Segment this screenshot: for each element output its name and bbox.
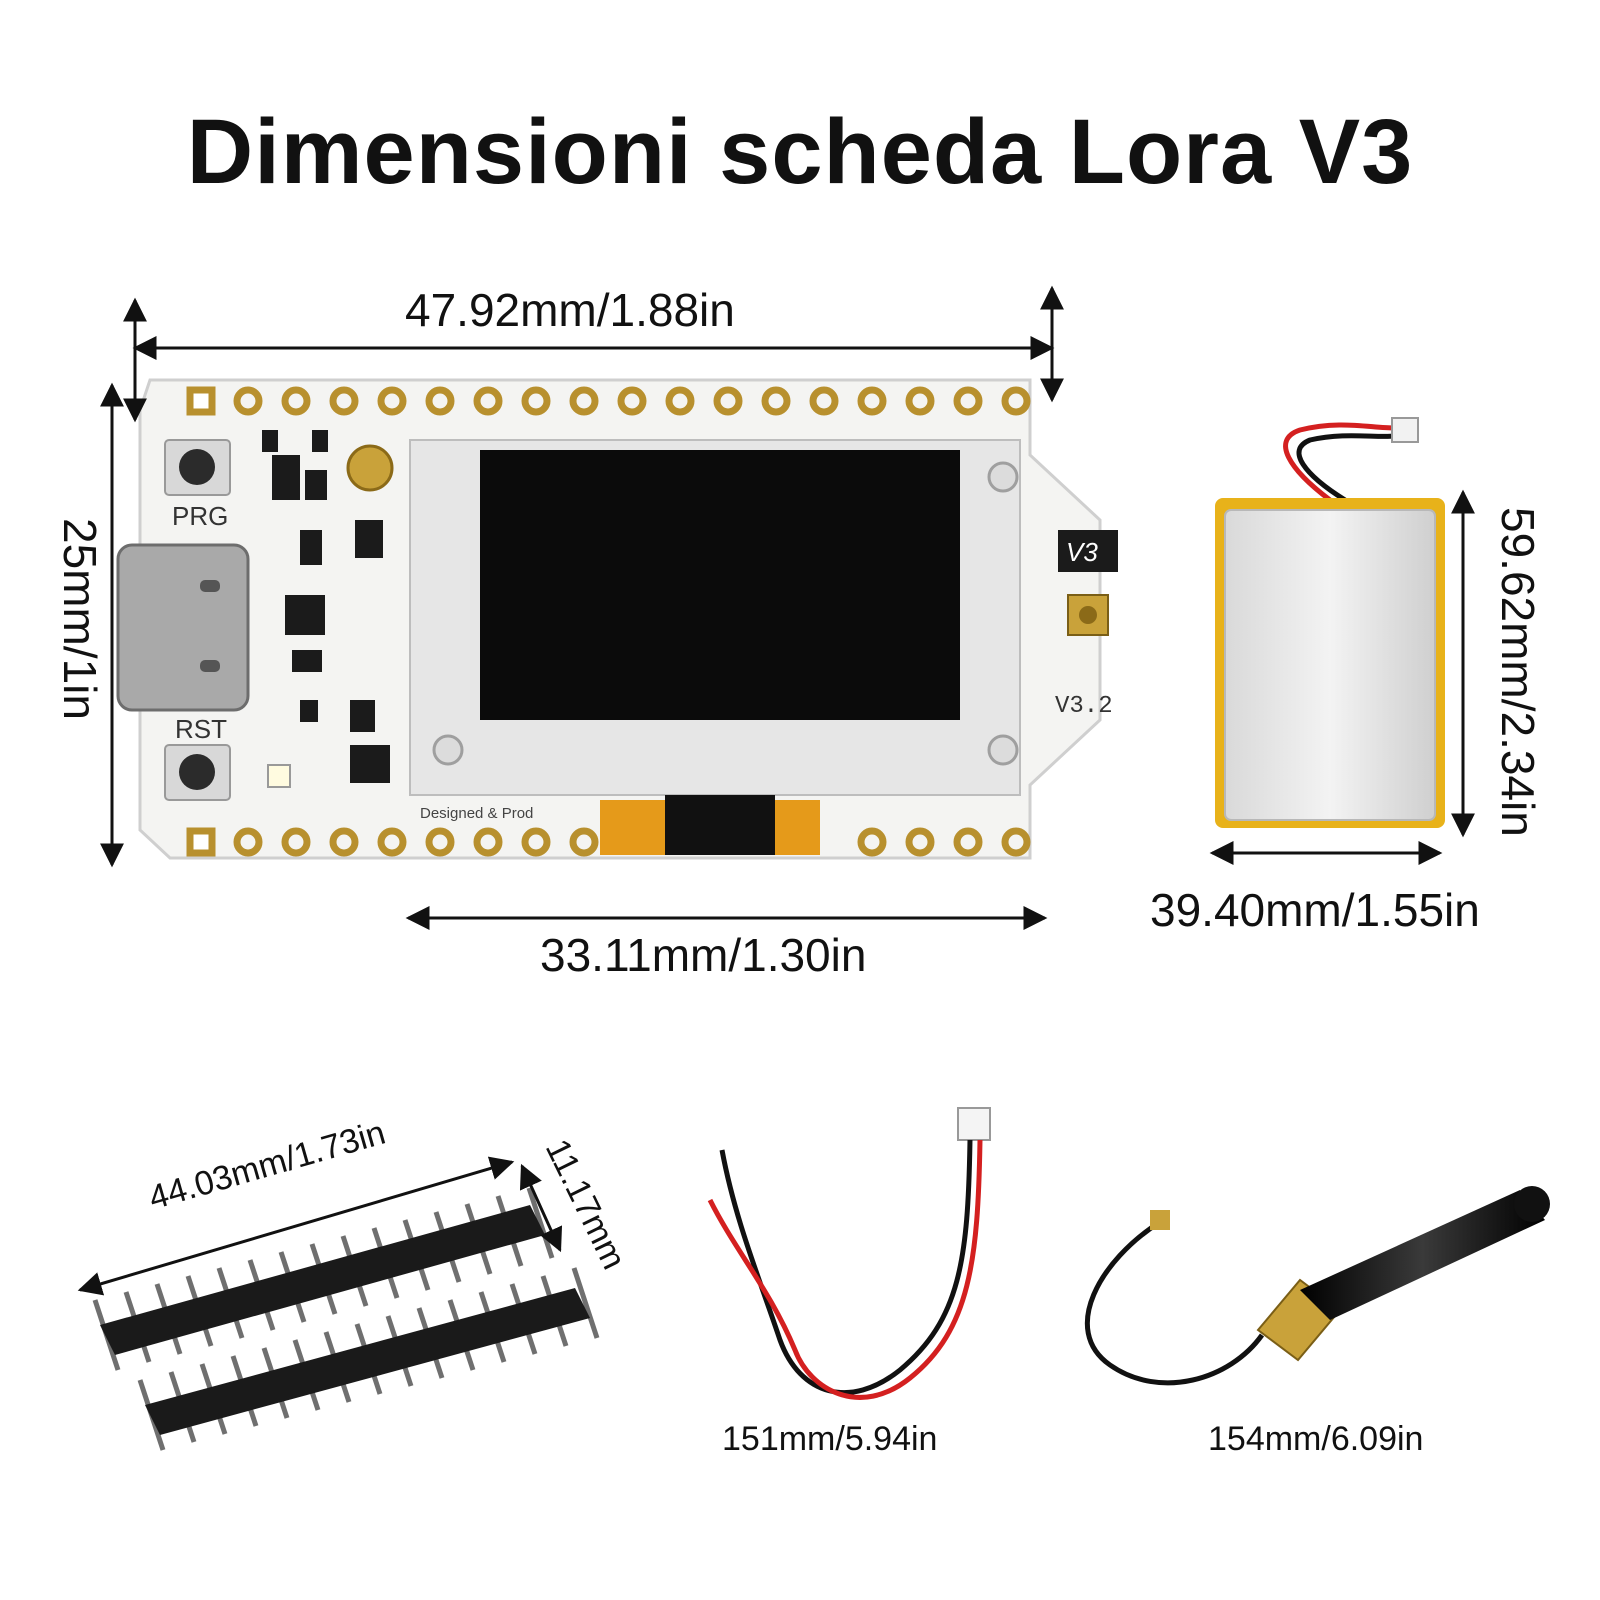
usb-c-port	[116, 543, 250, 712]
oled-screen	[480, 450, 960, 720]
cable-length-label: 151mm/5.94in	[722, 1420, 938, 1458]
battery-wire-red	[1283, 422, 1396, 502]
antenna-pigtail	[1084, 1219, 1265, 1386]
board-width-label: 47.92mm/1.88in	[405, 284, 735, 336]
screen-width-label: 33.11mm/1.30in	[540, 929, 867, 981]
mount-hole	[432, 734, 464, 766]
top-pin-row	[186, 386, 1031, 416]
rst-label: RST	[175, 714, 227, 744]
mount-hole	[987, 734, 1019, 766]
prg-button	[164, 439, 231, 496]
cable-connector	[957, 1107, 991, 1141]
antenna-length-label: 154mm/6.09in	[1208, 1420, 1424, 1458]
battery-connector	[1391, 417, 1419, 443]
battery-height-label: 59.62mm/2.34in	[1492, 507, 1544, 837]
lipo-battery	[1215, 417, 1445, 828]
v3-badge	[1058, 530, 1118, 572]
status-led	[267, 764, 291, 788]
rst-button	[164, 744, 231, 801]
battery-width-label: 39.40mm/1.55in	[1150, 884, 1480, 936]
header-width-arrow	[519, 1163, 563, 1253]
board-height-label: 25mm/1in	[54, 518, 106, 720]
cable-wire-red	[707, 1139, 983, 1400]
crystal-component	[346, 444, 394, 492]
lora-board	[116, 378, 1118, 860]
designed-label: Designed & Prod	[420, 805, 533, 822]
bottom-pin-row	[186, 827, 1031, 857]
v32-label: V3.2	[1055, 693, 1113, 720]
page-title: Dimensioni scheda Lora V3	[186, 101, 1414, 203]
mount-hole	[987, 461, 1019, 493]
prg-label: PRG	[172, 501, 228, 531]
ipex-connector	[1067, 594, 1109, 636]
v3-label: V3	[1066, 537, 1098, 567]
header-length-arrow	[77, 1156, 515, 1296]
battery-wire-black	[1296, 433, 1396, 503]
pin-header-strip-2	[137, 1267, 600, 1451]
battery-cable	[707, 1107, 991, 1400]
antenna-rod	[1300, 1190, 1545, 1320]
smd-components	[262, 430, 390, 783]
antenna-assembly	[1084, 1186, 1550, 1386]
ipex-plug	[1150, 1210, 1170, 1230]
